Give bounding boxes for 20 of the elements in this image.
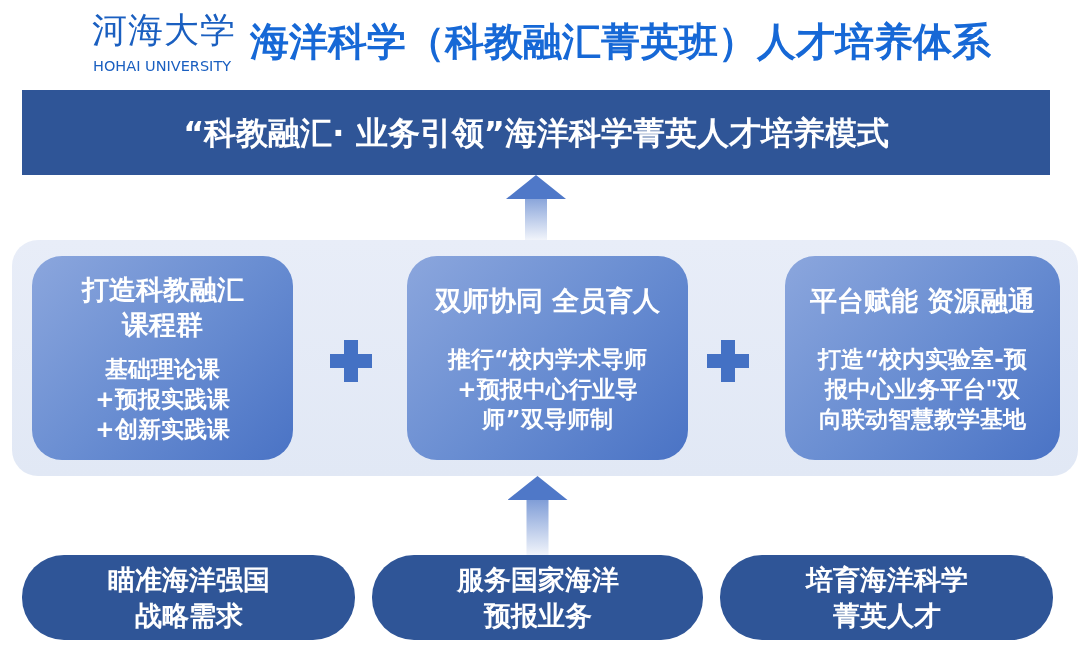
goal-text: 瞄准海洋强国战略需求: [106, 562, 271, 633]
block-arrow: [507, 476, 568, 555]
page-title: 海洋科学（科教融汇菁英班）人才培养体系: [250, 18, 991, 66]
content-card: [785, 256, 1060, 460]
content-panel: [12, 240, 1078, 476]
goal-text: 培育海洋科学菁英人才: [804, 562, 969, 633]
section-text: 打造“校内实验室-预报中心业务平台"双向联动智慧教学基地: [816, 344, 1028, 434]
model-heading: “科教融汇· 业务引领”海洋科学菁英人才培养模式: [183, 112, 889, 153]
content-card: [407, 256, 688, 460]
block-arrow: [506, 175, 566, 240]
university-name: 河海大学: [92, 9, 236, 52]
section-heading: 平台赋能 资源融通: [809, 283, 1036, 318]
content-card: [32, 256, 293, 460]
section-heading: 双师协同 全员育人: [434, 283, 661, 318]
model-banner: [22, 90, 1050, 175]
university-name-latin: HOHAI UNIVERSITY: [93, 57, 232, 76]
section-text: 推行“校内学术导师+预报中心行业导师”双导师制: [446, 344, 649, 434]
section-text: 基础理论课+预报实践课+创新实践课: [95, 355, 230, 444]
goal-text: 服务国家海洋预报业务: [455, 562, 620, 633]
section-heading: 打造科教融汇课程群: [80, 273, 245, 342]
